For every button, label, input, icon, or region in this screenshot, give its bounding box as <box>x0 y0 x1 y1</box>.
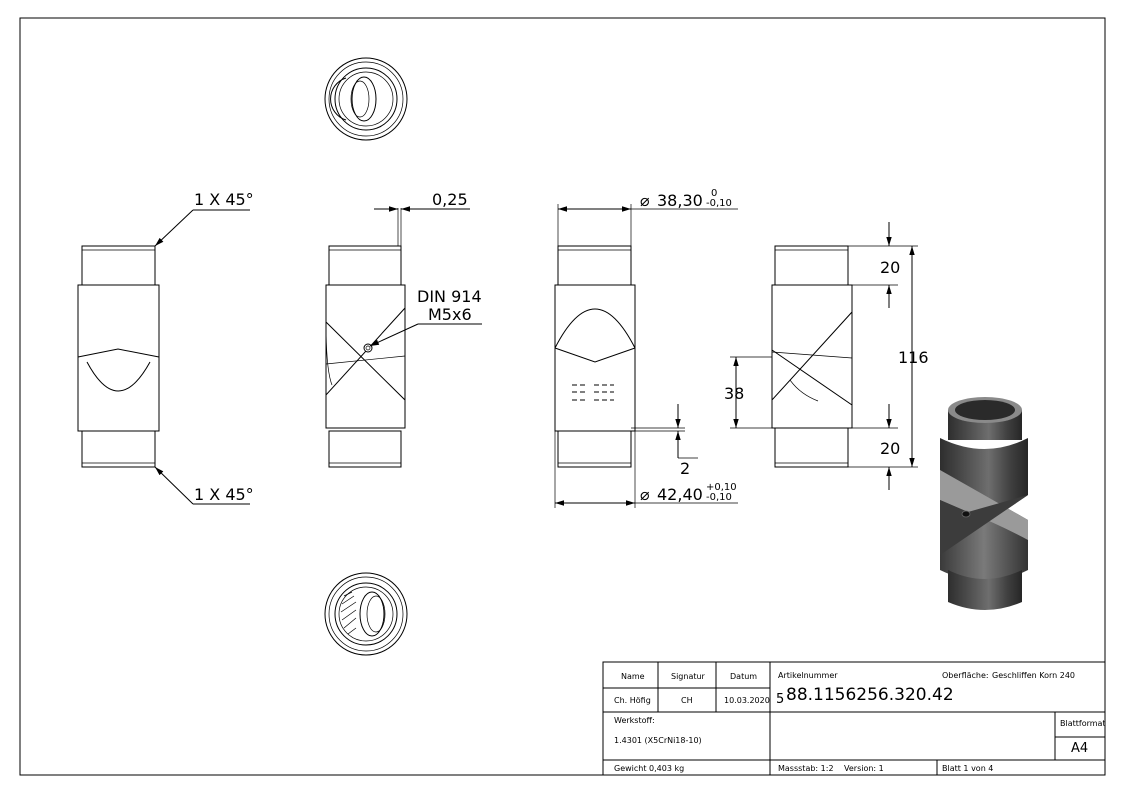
drawing-frame <box>19 17 1106 776</box>
offset-dimension: 0,25 <box>432 190 468 209</box>
thread-standard-label: DIN 914 <box>417 287 482 306</box>
tb-signature: CH <box>681 696 693 705</box>
outer-diameter-value: 42,40 <box>657 485 703 504</box>
tb-surface-label: Oberfläche: <box>942 671 989 680</box>
tb-weight: Gewicht 0,403 kg <box>614 764 684 773</box>
step-dimension: 2 <box>680 459 690 478</box>
tb-article-number: 88.1156256.320.42 <box>786 685 954 705</box>
middle-length-dimension: 38 <box>724 384 744 403</box>
bottom-view <box>324 572 408 656</box>
bottom-length-dimension: 20 <box>880 439 900 458</box>
tb-col-name: Name <box>621 672 645 681</box>
length-view <box>730 222 918 490</box>
tb-format-label: Blattformat <box>1060 719 1106 728</box>
top-length-dimension: 20 <box>880 258 900 277</box>
tb-article-label: Artikelnummer <box>778 671 838 680</box>
tb-scale: Massstab: 1:2 <box>778 764 834 773</box>
tb-col-date: Datum <box>730 672 757 681</box>
tb-col-signature: Signatur <box>671 672 706 681</box>
outer-diameter-tol-lower: -0,10 <box>706 492 732 503</box>
total-length-dimension: 116 <box>898 348 929 367</box>
inner-diameter-tol-upper: 0 <box>711 188 717 199</box>
chamfer-top-label: 1 X 45° <box>194 190 254 209</box>
tb-article-prefix: 5 <box>776 692 784 707</box>
tb-name: Ch. Höfig <box>614 696 651 705</box>
inner-diameter-tol-lower: -0,10 <box>706 198 732 209</box>
outer-diameter-tol-upper: +0,10 <box>706 482 737 493</box>
tb-surface-value: Geschliffen Korn 240 <box>992 671 1075 680</box>
front-view <box>77 209 250 505</box>
top-view <box>324 57 408 141</box>
thread-size-label: M5x6 <box>428 305 472 324</box>
tb-version: Version: 1 <box>844 764 884 773</box>
isometric-render <box>940 397 1028 610</box>
inner-diameter-value: 38,30 <box>657 191 703 210</box>
chamfer-bottom-label: 1 X 45° <box>194 485 254 504</box>
tb-material-label: Werkstoff: <box>614 716 655 725</box>
tb-material-value: 1.4301 (X5CrNi18-10) <box>614 736 702 745</box>
inner-diameter-symbol: ⌀ <box>640 191 650 210</box>
tb-format-value: A4 <box>1071 741 1088 756</box>
side-view-slot <box>325 206 482 468</box>
tb-sheet: Blatt 1 von 4 <box>942 764 993 773</box>
outer-diameter-symbol: ⌀ <box>640 485 650 504</box>
diameter-view <box>554 204 738 508</box>
title-block <box>602 661 1106 776</box>
tb-date: 10.03.2020 <box>724 696 770 705</box>
